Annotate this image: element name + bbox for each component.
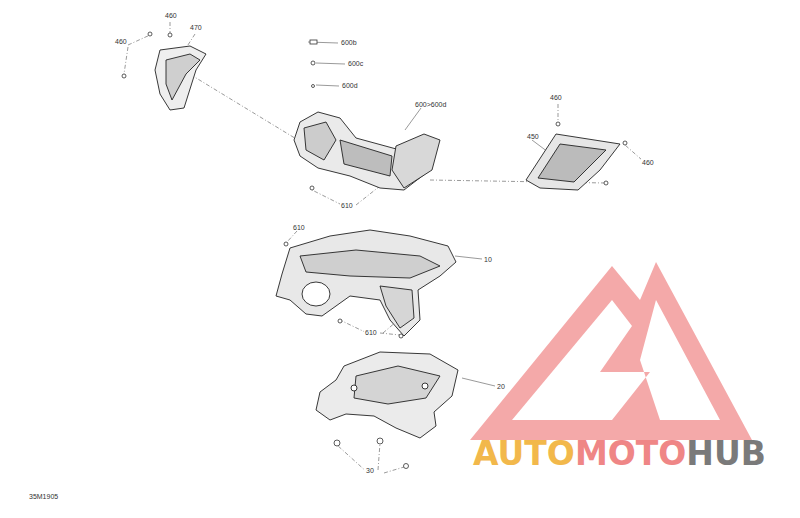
callout-number: 460 [164, 12, 178, 19]
callout-number: 460 [114, 38, 128, 45]
callout-number: 460 [641, 159, 655, 166]
callout-number: 460 [549, 94, 563, 101]
callout-number: 20 [496, 383, 506, 390]
watermark-logo [470, 262, 752, 440]
watermark-text: AUTO [473, 437, 575, 470]
callout-number: 600b [340, 39, 358, 46]
callout-number: 470 [189, 24, 203, 31]
watermark: AUTOMOTOHUB [473, 437, 766, 470]
callout-number: 10 [483, 256, 493, 263]
callout-number: 610 [340, 202, 354, 209]
callout-number: 610 [364, 329, 378, 336]
callout-number: 600>600d [414, 101, 447, 108]
watermark-text: MOTO [575, 437, 686, 470]
callout-number: 600c [347, 60, 364, 67]
callout-number: 30 [365, 467, 375, 474]
callout-number: 610 [292, 224, 306, 231]
callout-number: 600d [341, 82, 359, 89]
watermark-text: HUB [686, 437, 766, 470]
callout-number: 450 [526, 133, 540, 140]
drawing-number: 35M1905 [28, 493, 59, 500]
